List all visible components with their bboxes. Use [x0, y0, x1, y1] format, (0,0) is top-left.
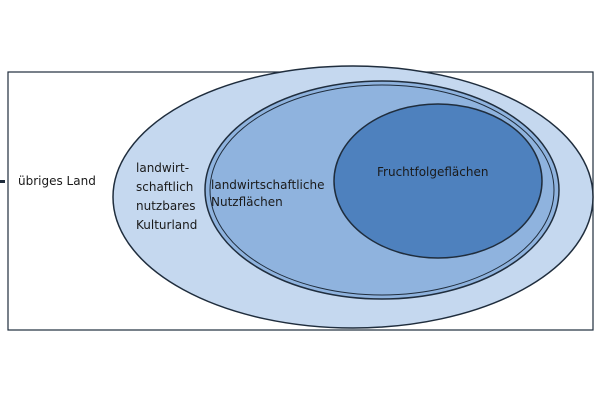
- kulturland-label-line: landwirt-: [136, 161, 189, 175]
- fruchtfolge-ellipse: [333, 103, 543, 259]
- nutzflaechen-label-line: Nutzflächen: [211, 195, 283, 209]
- nutzflaechen-inner-ring: [209, 84, 555, 296]
- nutzflaechen-label: landwirtschaftliche Nutzflächen: [211, 178, 328, 209]
- kulturland-label: landwirt- schaftlich nutzbares Kulturlan…: [136, 161, 199, 232]
- fruchtfolge-label: Fruchtfolgeflächen: [377, 165, 488, 179]
- nutzflaechen-label-line: landwirtschaftliche: [211, 178, 324, 192]
- kulturland-label-line: Kulturland: [136, 218, 197, 232]
- outer-label: übriges Land: [18, 174, 96, 188]
- kulturland-label-line: schaftlich: [136, 180, 193, 194]
- left-edge-tick: [0, 180, 5, 183]
- kulturland-label-line: nutzbares: [136, 199, 196, 213]
